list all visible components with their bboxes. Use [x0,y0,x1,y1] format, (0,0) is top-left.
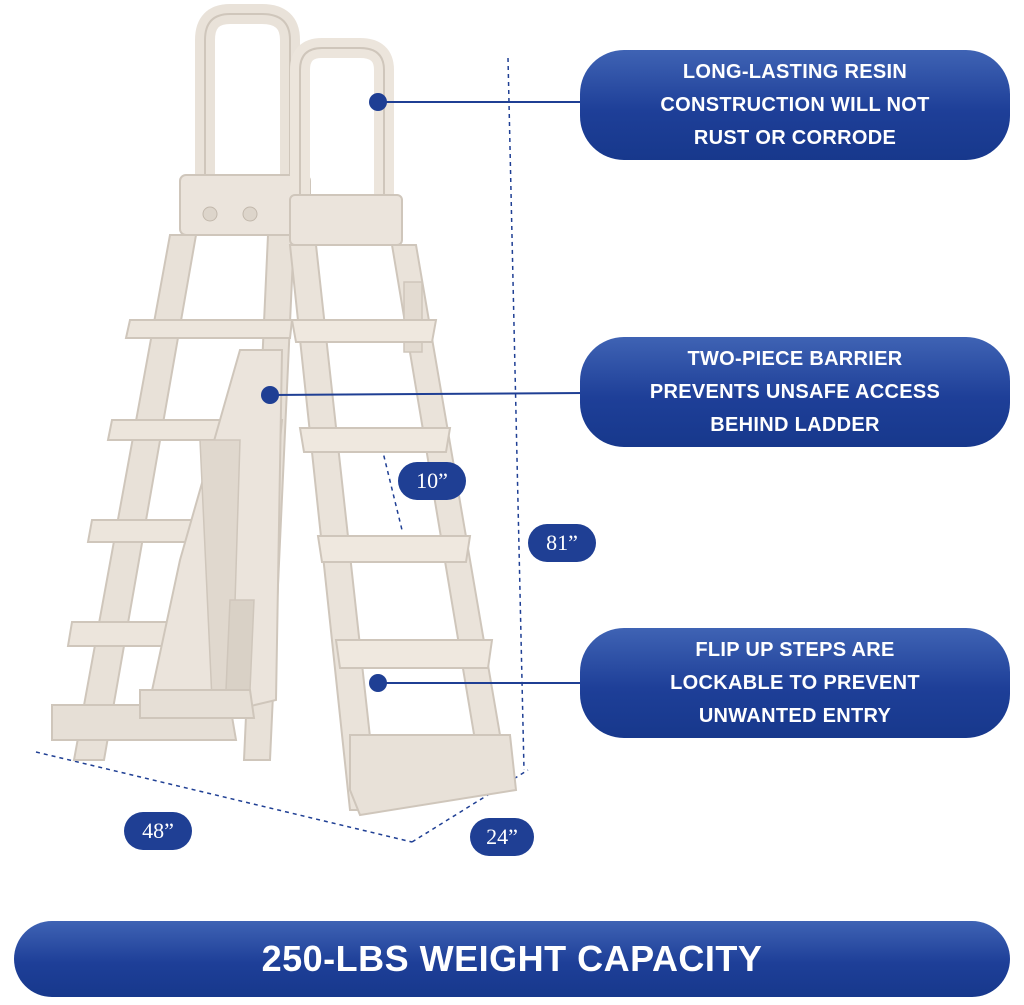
ladder-front-frame [288,38,518,817]
depth-badge: 24” [470,818,534,856]
weight-capacity-text: 250-LBS WEIGHT CAPACITY [261,938,763,979]
callout-steps-line-2: LOCKABLE TO PREVENT [670,671,920,694]
feature-callout-steps: FLIP UP STEPS ARE LOCKABLE TO PREVENT UN… [580,628,1010,738]
callout-connectors [261,93,585,692]
width-badge: 48” [124,812,192,850]
height-badge: 81” [528,524,596,562]
feature-callout-resin: LONG-LASTING RESIN CONSTRUCTION WILL NOT… [580,50,1010,160]
callout-barrier-line-3: BEHIND LADDER [710,413,880,436]
callout-resin-line-1: LONG-LASTING RESIN [682,60,908,83]
step-spacing-badge: 10” [398,462,466,500]
callout-steps-line-3: UNWANTED ENTRY [698,704,892,727]
callout-steps-line-1: FLIP UP STEPS ARE [695,638,895,661]
callout-barrier-line-2: PREVENTS UNSAFE ACCESS [649,380,941,403]
callout-barrier-line-1: TWO-PIECE BARRIER [687,347,903,370]
weight-capacity-banner: 250-LBS WEIGHT CAPACITY [14,921,1010,997]
callout-resin-line-3: RUST OR CORRODE [693,126,897,149]
callout-resin-line-2: CONSTRUCTION WILL NOT [660,93,930,116]
barrier-panel [139,349,284,720]
feature-callout-barrier: TWO-PIECE BARRIER PREVENTS UNSAFE ACCESS… [580,337,1010,447]
